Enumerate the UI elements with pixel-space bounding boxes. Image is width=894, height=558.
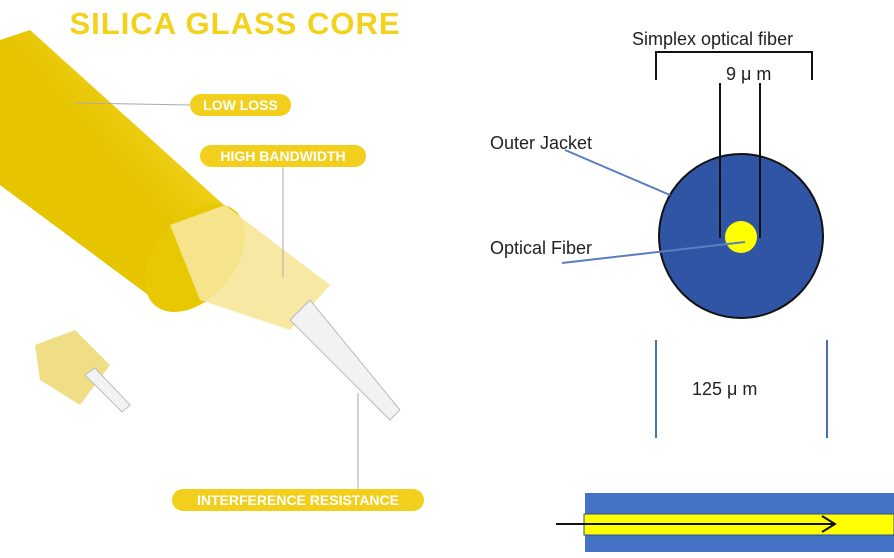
page-title: SILICA GLASS CORE [69, 6, 401, 41]
label-high-bandwidth: HIGH BANDWIDTH [200, 145, 366, 167]
core-diameter-label: 9 μ m [726, 64, 772, 84]
optical-fiber-label: Optical Fiber [490, 238, 593, 258]
simplex-fiber-label: Simplex optical fiber [632, 29, 794, 49]
cross-section-diagram [561, 51, 828, 438]
cable-illustration [0, 30, 401, 489]
label-interference-resistance: INTERFERENCE RESISTANCE [172, 489, 424, 511]
outer-jacket-label: Outer Jacket [490, 133, 593, 153]
label-low-loss: LOW LOSS [190, 94, 291, 116]
side-view-diagram [556, 493, 894, 552]
cladding-diameter-label: 125 μ m [692, 379, 758, 399]
